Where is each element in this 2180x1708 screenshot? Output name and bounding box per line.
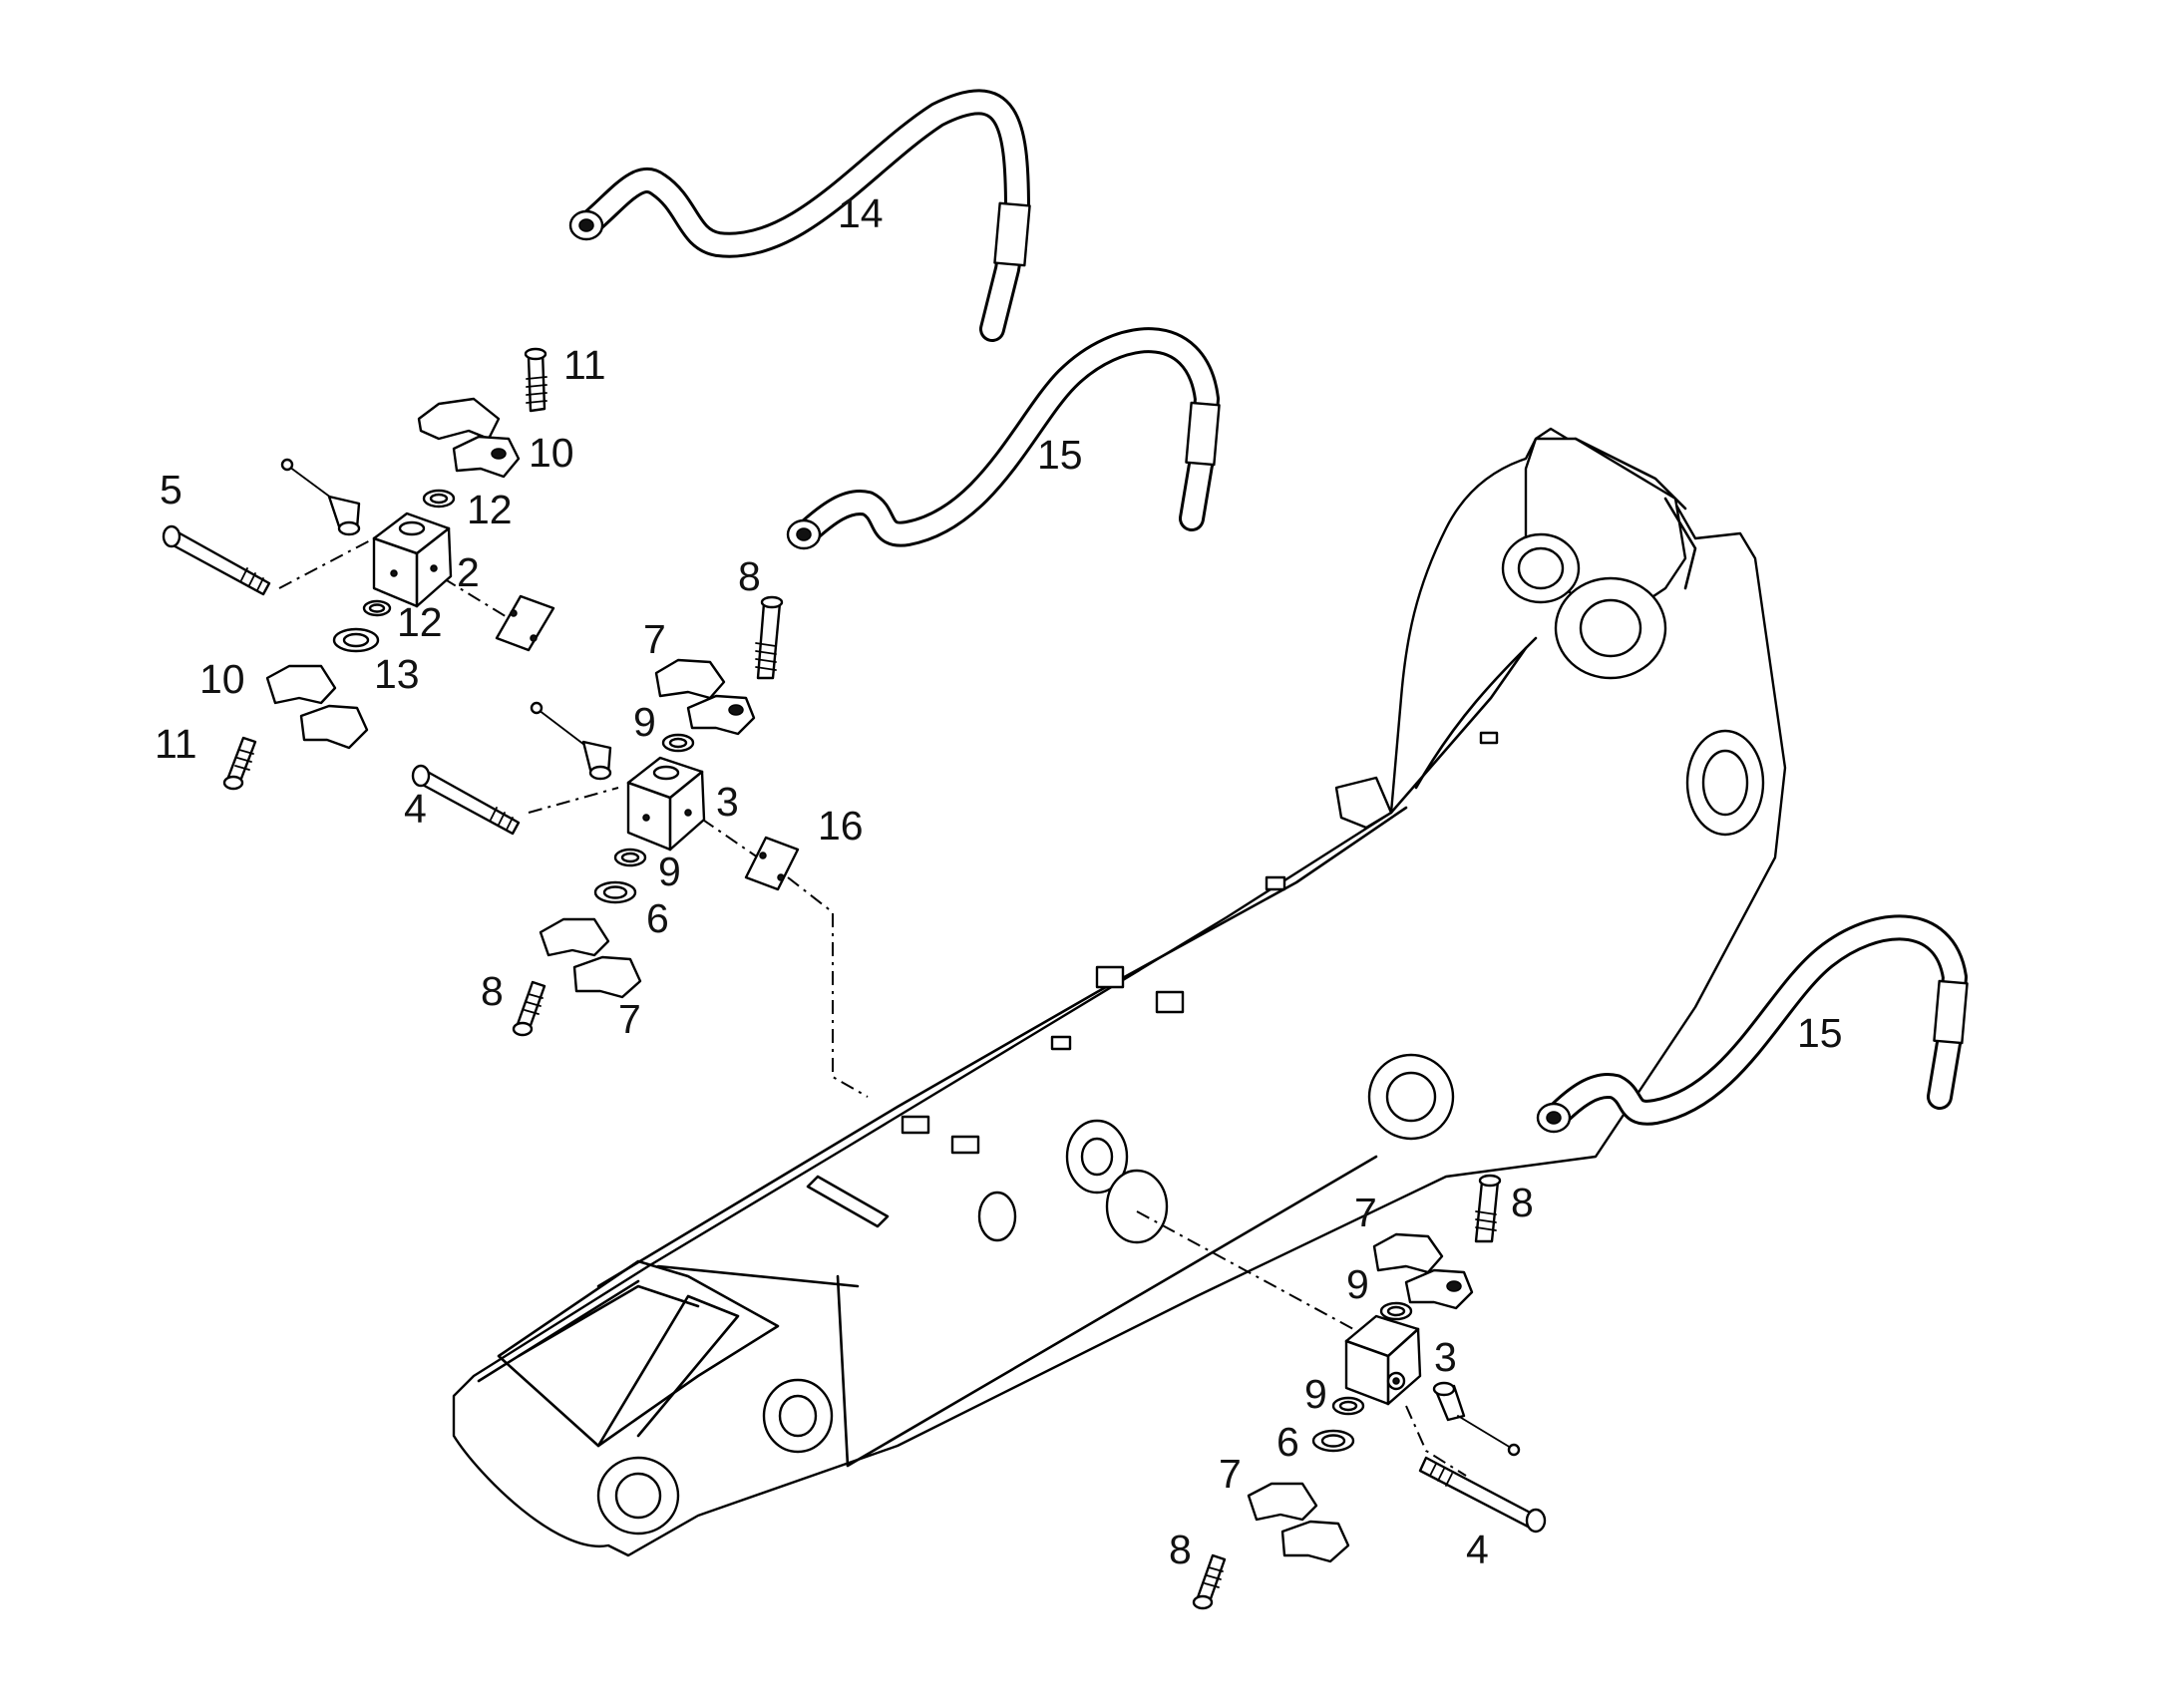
hose-14 xyxy=(568,89,1031,342)
boom-arm xyxy=(452,427,1787,1557)
callout-12-b: 12 xyxy=(397,599,443,645)
callout-8-left: 8 xyxy=(481,968,504,1014)
callout-16: 16 xyxy=(818,803,864,849)
callout-11-left: 11 xyxy=(155,721,197,767)
callout-10-top: 10 xyxy=(529,430,574,476)
callout-9-mid: 9 xyxy=(658,849,681,894)
callout-5: 5 xyxy=(160,467,182,512)
callout-6-right: 6 xyxy=(1276,1419,1299,1465)
callout-9-top: 9 xyxy=(633,699,656,745)
hose-15-top xyxy=(786,327,1221,550)
callout-14: 14 xyxy=(838,190,884,236)
callout-4-bottom: 4 xyxy=(1466,1527,1489,1572)
callout-7-left: 7 xyxy=(618,996,641,1042)
clamp-assembly-3-right xyxy=(1192,1174,1547,1610)
clamp-assembly-2 xyxy=(162,347,555,791)
callout-3-right: 3 xyxy=(1434,1334,1457,1380)
hose-15-right xyxy=(1536,914,1969,1134)
callout-7-top: 7 xyxy=(643,616,666,662)
callout-15-right: 15 xyxy=(1797,1010,1843,1056)
callout-7-right: 7 xyxy=(1354,1190,1377,1235)
callout-7-bottom: 7 xyxy=(1219,1451,1242,1497)
callout-4-left: 4 xyxy=(404,786,427,832)
callout-labels: 14 11 10 15 5 12 2 12 8 13 10 7 11 9 4 3… xyxy=(155,190,1843,1572)
callout-2: 2 xyxy=(457,549,480,595)
callout-15-top: 15 xyxy=(1037,432,1083,478)
assembly-leader-lines xyxy=(278,537,1467,1477)
callout-8-right: 8 xyxy=(1511,1180,1534,1225)
callout-3-left: 3 xyxy=(716,779,739,825)
clamp-assembly-3-left xyxy=(411,595,800,1037)
callout-13: 13 xyxy=(374,651,420,697)
callout-8-bottom: 8 xyxy=(1169,1527,1192,1572)
callout-8-top: 8 xyxy=(738,553,761,599)
callout-9-right-b: 9 xyxy=(1304,1371,1327,1417)
callout-10-left: 10 xyxy=(199,656,245,702)
callout-6-left: 6 xyxy=(646,895,669,941)
callout-12-a: 12 xyxy=(467,487,513,532)
callout-11-top: 11 xyxy=(563,342,606,388)
callout-9-right-a: 9 xyxy=(1346,1261,1369,1307)
